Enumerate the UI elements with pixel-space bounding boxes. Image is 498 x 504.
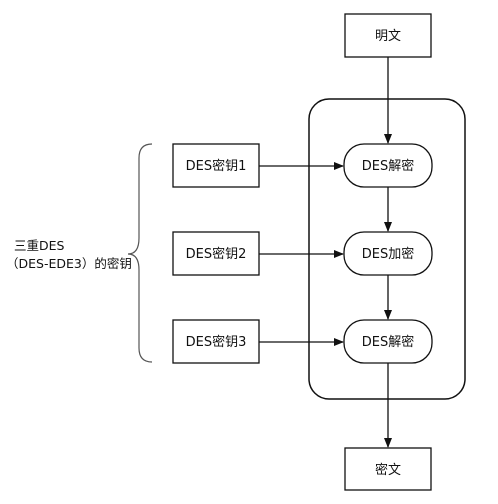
side-label-line2: （DES-EDE3）的密钥 (6, 256, 132, 271)
plaintext-label: 明文 (375, 29, 401, 44)
des-operation-1: DES解密 (343, 143, 433, 188)
des-stages-container (308, 98, 466, 400)
des-operation-2: DES加密 (343, 231, 433, 276)
plaintext-box: 明文 (344, 13, 432, 58)
key-label-2: DES密钥2 (186, 246, 247, 262)
side-label-line1: 三重DES (14, 238, 65, 253)
key-label-1: DES密钥1 (186, 158, 247, 174)
operation-label-3: DES解密 (362, 334, 414, 350)
des-operation-3: DES解密 (343, 319, 433, 364)
operation-label-2: DES加密 (362, 246, 414, 262)
operation-label-1: DES解密 (362, 158, 414, 174)
ciphertext-box: 密文 (344, 447, 432, 491)
key-group-brace (127, 143, 153, 363)
key-label-3: DES密钥3 (186, 334, 247, 350)
ciphertext-label: 密文 (375, 462, 401, 478)
key-box-1: DES密钥1 (172, 143, 260, 188)
key-box-3: DES密钥3 (172, 319, 260, 364)
key-box-2: DES密钥2 (172, 231, 260, 276)
